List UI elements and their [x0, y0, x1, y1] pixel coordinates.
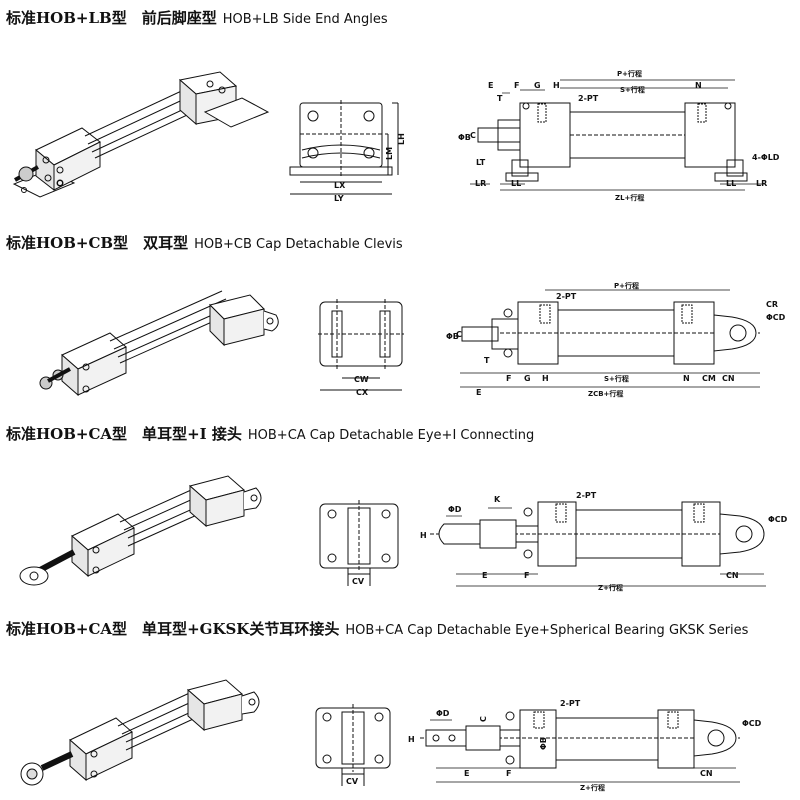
dim-d: ΦD: [436, 709, 450, 718]
section-title-cb: 标准HOB+CB型 双耳型 HOB+CB Cap Detachable Clevi…: [6, 232, 403, 253]
dim-p: P+行程: [617, 69, 642, 78]
lb-drawings: LX LY LH LM E F G H P+行程 S+行程 N 2-PT T Φ…: [12, 69, 780, 203]
lb-dimension-lines: [470, 79, 765, 191]
ca-gksk-drawings: CV ΦD 2-PT ΦCD H C ΦB E F Z+行程 CN: [20, 679, 762, 792]
ca-i-end-view: [319, 500, 399, 586]
title-cn: 标准HOB+CB型 双耳型: [6, 234, 189, 252]
dim-h: H: [408, 735, 415, 744]
dim-ly: LY: [334, 194, 344, 203]
dim-e: E: [464, 769, 469, 778]
dim-f: F: [524, 571, 529, 580]
ca-i-cylinder-iso: [19, 475, 262, 586]
dim-pt: 2-PT: [576, 491, 597, 500]
lb-cylinder-iso: [12, 71, 270, 198]
cb-end-view: [318, 299, 404, 391]
dim-g: G: [524, 374, 531, 383]
dim-cx: CX: [356, 388, 369, 397]
dim-g: G: [534, 81, 541, 90]
dim-phi-b: ΦB: [446, 332, 459, 341]
dim-cw: CW: [354, 375, 369, 384]
cb-dimension-lines: [460, 289, 760, 388]
dim-f: F: [514, 81, 519, 90]
dim-cd: ΦCD: [766, 313, 786, 322]
dim-d: ΦD: [448, 505, 462, 514]
dim-n: N: [695, 81, 702, 90]
dim-h: H: [420, 531, 427, 540]
dim-ll-left: LL: [511, 179, 521, 188]
dim-lr-right: LR: [756, 179, 767, 188]
dim-lm: LM: [385, 147, 394, 160]
title-en: HOB+CA Cap Detachable Eye+Spherical Bear…: [345, 623, 749, 638]
dim-zcb: ZCB+行程: [588, 389, 623, 398]
dim-ll-right: LL: [726, 179, 736, 188]
dim-n: N: [683, 374, 690, 383]
lb-end-view: [289, 100, 399, 195]
dim-s: S+行程: [604, 374, 629, 383]
dim-t: T: [484, 356, 490, 365]
dim-e: E: [476, 388, 481, 397]
ca-i-dimension-lines: [446, 507, 766, 587]
dim-cn: CN: [700, 769, 713, 778]
title-en: HOB+LB Side End Angles: [222, 12, 388, 27]
dim-c: C: [456, 330, 462, 339]
dim-c: C: [479, 716, 488, 722]
dim-f: F: [506, 374, 511, 383]
dim-c: C: [470, 131, 476, 140]
dim-lx: LX: [334, 181, 346, 190]
dim-lh: LH: [397, 133, 406, 145]
section-title-ca-i: 标准HOB+CA型 单耳型+I 接头 HOB+CA Cap Detachable …: [6, 423, 534, 444]
dim-h: H: [542, 374, 549, 383]
ca-gksk-cylinder-iso: [20, 679, 260, 786]
dim-pt: 2-PT: [578, 94, 599, 103]
dim-cn: CN: [722, 374, 735, 383]
ca-i-drawings: CV ΦD K 2-PT ΦCD H E F Z+行程 CN: [19, 475, 788, 592]
dim-phi-b: ΦB: [458, 133, 471, 142]
dim-cr: CR: [766, 300, 778, 309]
cb-cylinder-iso: [39, 290, 279, 397]
dim-cn: CN: [726, 571, 739, 580]
dim-lr-left: LR: [475, 179, 486, 188]
title-en: HOB+CA Cap Detachable Eye+I Connecting: [247, 428, 535, 443]
dim-cd: ΦCD: [742, 719, 762, 728]
dim-pt: 2-PT: [560, 699, 581, 708]
title-cn: 标准HOB+CA型 单耳型+GKSK关节耳环接头: [6, 620, 340, 638]
dim-cv: CV: [352, 577, 365, 586]
cb-side-view: [461, 301, 760, 365]
ca-gksk-dimension-lines: [430, 719, 740, 783]
dim-z: Z+行程: [580, 783, 605, 792]
ca-gksk-end-view: [315, 704, 391, 786]
dim-z: Z+行程: [598, 583, 623, 592]
cb-drawings: CW CX 2-PT P+行程 CR ΦCD ΦB C T F G H S+行程…: [39, 281, 786, 398]
dim-h: H: [553, 81, 560, 90]
dim-ld: 4-ΦLD: [752, 153, 780, 162]
dim-cv: CV: [346, 777, 359, 786]
dim-p: P+行程: [614, 281, 639, 290]
dim-k: K: [494, 495, 501, 504]
dim-cd: ΦCD: [768, 515, 788, 524]
dim-phi-b: ΦB: [539, 737, 548, 750]
ca-i-side-view: [430, 501, 766, 567]
dim-t: T: [497, 94, 503, 103]
ca-gksk-side-view: [420, 709, 740, 769]
dim-f: F: [506, 769, 511, 778]
section-title-lb: 标准HOB+LB型 前后脚座型 HOB+LB Side End Angles: [6, 7, 388, 28]
title-en: HOB+CB Cap Detachable Clevis: [194, 237, 403, 252]
dim-zl: ZL+行程: [615, 193, 644, 202]
dim-e: E: [482, 571, 487, 580]
dim-e: E: [488, 81, 493, 90]
dim-pt: 2-PT: [556, 292, 577, 301]
title-cn: 标准HOB+CA型 单耳型+I 接头: [6, 425, 242, 443]
section-title-ca-gksk: 标准HOB+CA型 单耳型+GKSK关节耳环接头 HOB+CA Cap Detac…: [6, 618, 748, 639]
dim-s: S+行程: [620, 85, 645, 94]
dim-cm: CM: [702, 374, 716, 383]
dim-lt: LT: [476, 158, 486, 167]
title-cn: 标准HOB+LB型 前后脚座型: [6, 9, 217, 27]
lb-side-view: [477, 102, 748, 182]
